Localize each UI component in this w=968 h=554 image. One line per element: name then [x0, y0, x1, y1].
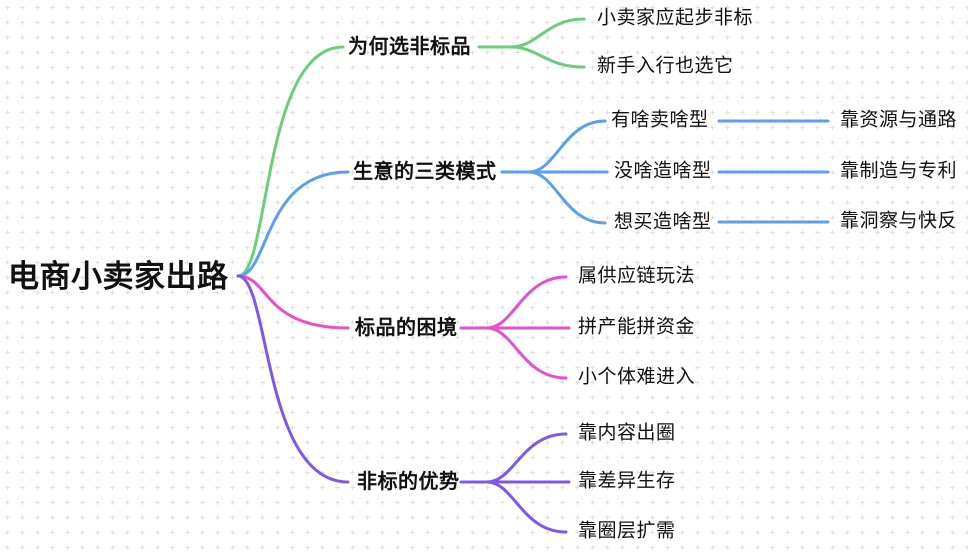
branch-edges-purple	[236, 274, 571, 534]
edge-root-to-purple	[236, 274, 350, 484]
child-node[interactable]: 没啥造啥型	[614, 160, 712, 182]
branch-edges-pink	[236, 274, 571, 380]
child-node[interactable]: 属供应链玩法	[578, 265, 696, 287]
child-node[interactable]: 拼产能拼资金	[578, 316, 696, 338]
child-node[interactable]: 想买造啥型	[614, 211, 712, 233]
branch-edges-blue	[236, 119, 830, 278]
edge-blue-child-3	[527, 170, 607, 225]
branch-node-standard-product-dilemma[interactable]: 标品的困境	[355, 317, 458, 339]
leaf-node[interactable]: 靠制造与专利	[840, 160, 958, 182]
edge-root-to-green	[236, 45, 345, 278]
edge-purple-child-3	[485, 480, 568, 534]
edge-root-to-pink	[236, 274, 350, 330]
edge-blue-child-1	[527, 119, 607, 174]
edge-pink-child-1	[485, 275, 568, 330]
branch-node-three-business-models[interactable]: 生意的三类模式	[353, 161, 497, 183]
leaf-node[interactable]: 靠资源与通路	[840, 109, 958, 131]
branch-node-why-nonstandard[interactable]: 为何选非标品	[348, 36, 471, 58]
branch-node-nonstandard-advantages[interactable]: 非标的优势	[357, 471, 460, 493]
child-node[interactable]: 靠内容出圈	[578, 422, 676, 444]
branch-edges-green	[236, 17, 586, 278]
edge-green-child-1	[509, 17, 586, 49]
edge-pink-child-3	[485, 326, 568, 380]
child-node[interactable]: 靠圈层扩需	[578, 520, 676, 542]
child-node[interactable]: 新手入行也选它	[597, 55, 734, 77]
child-node[interactable]: 有啥卖啥型	[611, 109, 709, 131]
child-node[interactable]: 小卖家应起步非标	[597, 7, 754, 29]
child-node[interactable]: 靠差异生存	[578, 470, 676, 492]
edge-green-child-2	[509, 45, 586, 69]
leaf-node[interactable]: 靠洞察与快反	[840, 210, 958, 232]
edge-purple-child-1	[485, 432, 568, 484]
edge-root-to-blue	[236, 170, 350, 278]
child-node[interactable]: 小个体难进入	[578, 366, 696, 388]
root-node[interactable]: 电商小卖家出路	[8, 258, 229, 294]
